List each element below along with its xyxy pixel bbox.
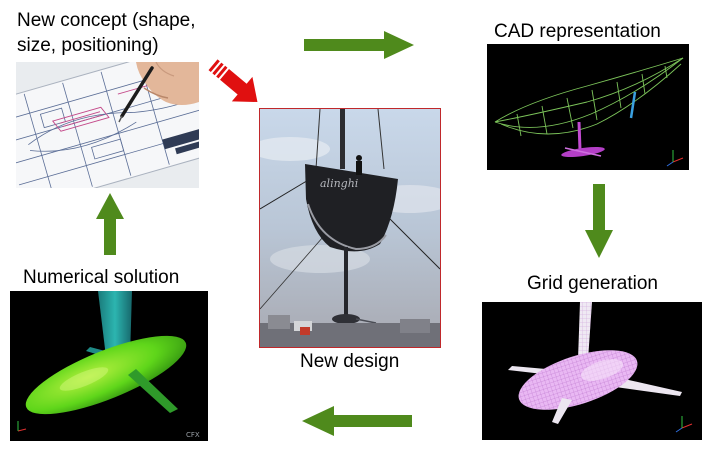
cad-model-image	[487, 44, 689, 170]
cad-label: CAD representation	[494, 21, 661, 42]
numerical-solution-image: CFX	[10, 291, 208, 441]
arrow-concept-to-design-icon	[208, 59, 258, 102]
design-label: New design	[300, 351, 400, 372]
concept-drawing-image	[16, 62, 199, 188]
new-design-photo: alinghi	[259, 108, 441, 348]
arrow-cad-to-grid-icon	[585, 184, 613, 258]
concept-label-line1: New concept (shape,	[17, 10, 196, 31]
grid-mesh-image	[482, 302, 702, 440]
concept-label-line2: size, positioning)	[17, 35, 159, 56]
numerical-label: Numerical solution	[23, 267, 180, 288]
arrow-grid-to-design-icon	[302, 406, 412, 436]
arrow-concept-to-cad-icon	[304, 31, 414, 59]
arrow-solution-to-concept-icon	[96, 193, 124, 255]
hull-name-text: alinghi	[320, 177, 358, 190]
cfx-watermark: CFX	[186, 431, 200, 439]
grid-label: Grid generation	[527, 273, 658, 294]
